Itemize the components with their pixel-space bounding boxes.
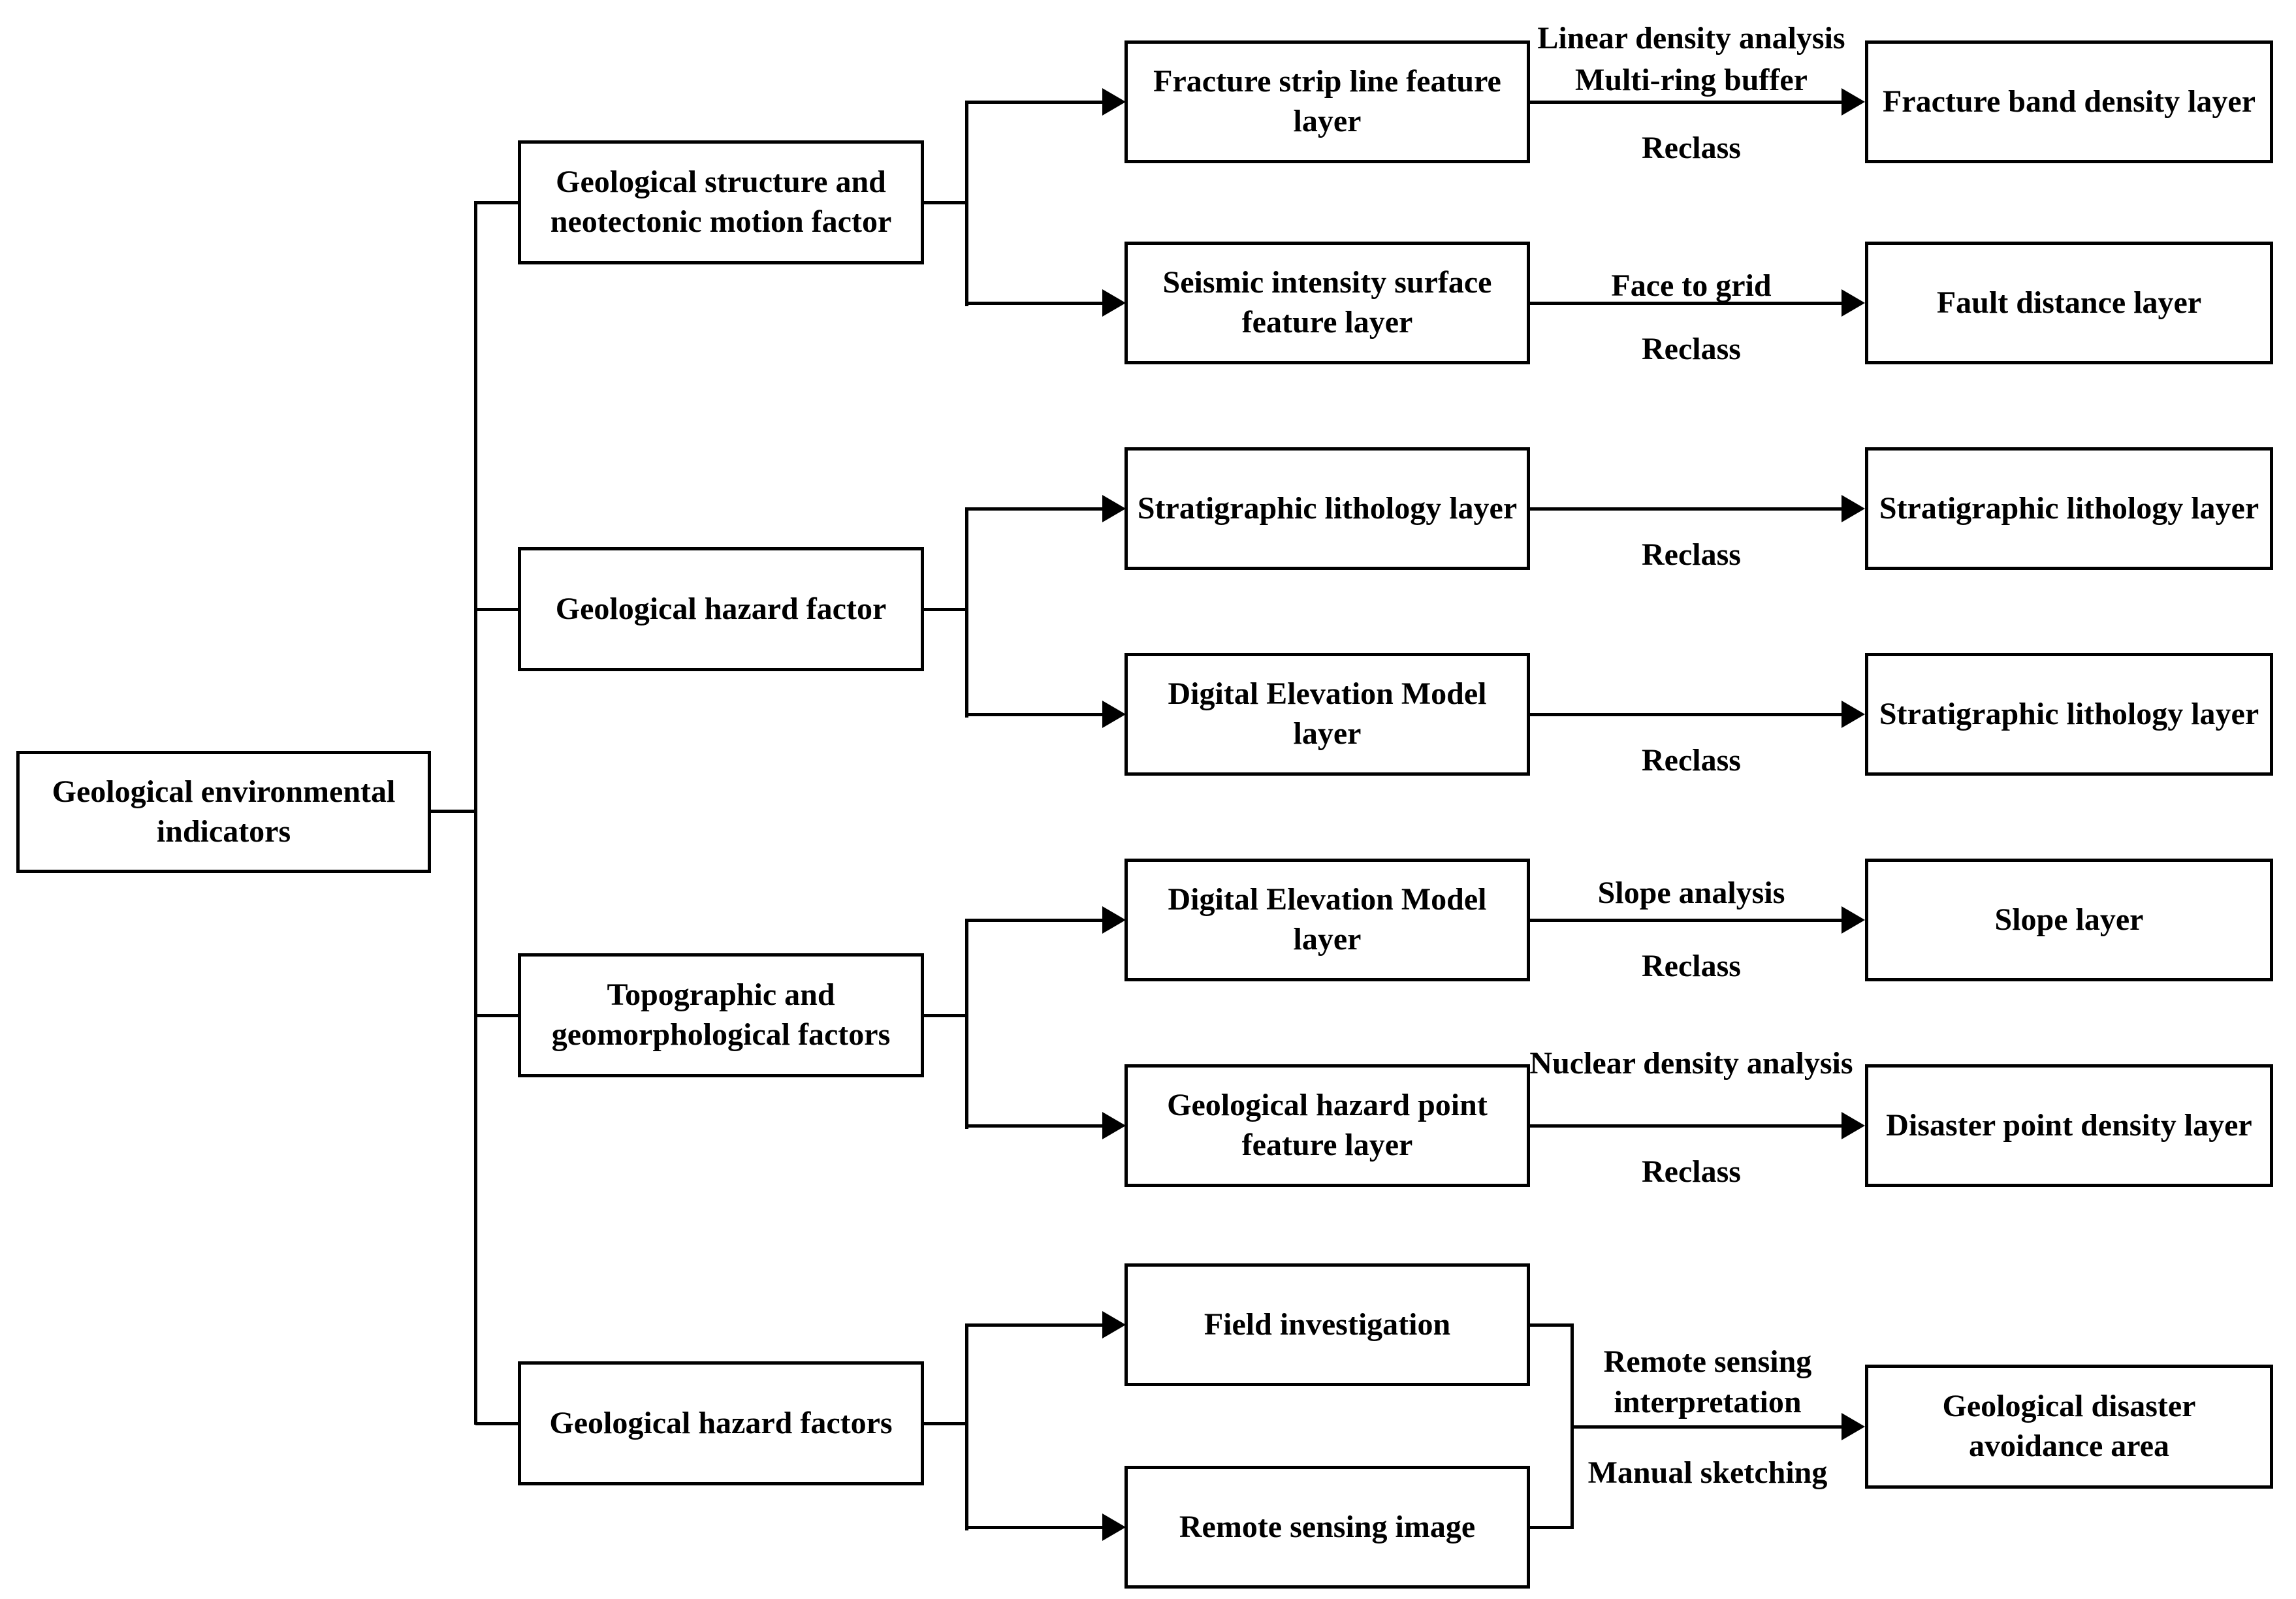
arrowhead-icon: [1842, 88, 1865, 116]
root-node: Geological environmental indicators: [16, 751, 431, 873]
connector-line: [924, 608, 968, 611]
connector-line: [475, 1422, 518, 1425]
connector-line: [1530, 101, 1842, 104]
output-node: Fracture band density layer: [1865, 40, 2273, 163]
process-label-below: Reclass: [1642, 743, 1741, 778]
source-node: Digital Elevation Model layer: [1124, 653, 1530, 776]
source-node: Remote sensing image: [1124, 1466, 1530, 1589]
factor-node: Geological hazard factors: [518, 1361, 924, 1485]
connector-line: [966, 713, 1102, 716]
arrowhead-icon: [1842, 701, 1865, 728]
process-label-above: Slope analysis: [1597, 876, 1785, 910]
process-label-above: Linear density analysis: [1537, 21, 1845, 55]
arrowhead-icon: [1842, 495, 1865, 522]
process-label-below: Reclass: [1642, 537, 1741, 572]
connector-line: [1530, 302, 1842, 305]
arrowhead-icon: [1842, 289, 1865, 317]
arrowhead-icon: [1842, 1413, 1865, 1440]
output-node: Disaster point density layer: [1865, 1064, 2273, 1187]
source-node: Stratigraphic lithology layer: [1124, 447, 1530, 570]
process-label-below: Manual sketching: [1587, 1455, 1828, 1490]
factor-node: Geological structure and neotectonic mot…: [518, 140, 924, 264]
process-label-above: Remote sensing interpretation: [1603, 1344, 1812, 1419]
connector-line: [924, 1422, 968, 1425]
arrowhead-icon: [1102, 701, 1126, 728]
connector-line: [1530, 1323, 1572, 1327]
connector-line: [1530, 919, 1842, 922]
connector-line: [966, 302, 1102, 305]
connector-line: [965, 101, 968, 306]
arrowhead-icon: [1102, 88, 1126, 116]
connector-line: [1530, 1526, 1572, 1529]
connector-line: [1530, 713, 1842, 716]
connector-line: [1530, 507, 1842, 511]
arrowhead-icon: [1842, 1112, 1865, 1139]
connector-line: [431, 810, 475, 813]
connector-line: [966, 507, 1102, 511]
connector-line: [966, 101, 1102, 104]
arrowhead-icon: [1842, 906, 1865, 934]
connector-line: [965, 919, 968, 1129]
connector-line: [1530, 1124, 1842, 1128]
process-label-above: Multi-ring buffer: [1575, 63, 1808, 97]
connector-line: [474, 201, 477, 1425]
arrowhead-icon: [1102, 1513, 1126, 1541]
connector-line: [924, 1014, 968, 1017]
arrowhead-icon: [1102, 906, 1126, 934]
process-label-above: Nuclear density analysis: [1529, 1046, 1853, 1081]
factor-node: Topographic and geomorphological factors: [518, 953, 924, 1077]
connector-line: [966, 919, 1102, 922]
connector-line: [966, 1323, 1102, 1327]
connector-line: [965, 1323, 968, 1530]
arrowhead-icon: [1102, 289, 1126, 317]
connector-line: [966, 1526, 1102, 1529]
process-label-below: Reclass: [1642, 1154, 1741, 1189]
connector-line: [965, 507, 968, 718]
source-node: Field investigation: [1124, 1263, 1530, 1386]
connector-line: [475, 1014, 518, 1017]
output-node: Stratigraphic lithology layer: [1865, 653, 2273, 776]
output-node: Fault distance layer: [1865, 242, 2273, 364]
output-node: Geological disaster avoidance area: [1865, 1365, 2273, 1489]
arrowhead-icon: [1102, 1112, 1126, 1139]
source-node: Fracture strip line feature layer: [1124, 40, 1530, 163]
process-label-below: Reclass: [1642, 332, 1741, 366]
connector-line: [924, 201, 968, 204]
connector-line: [475, 608, 518, 611]
factor-node: Geological hazard factor: [518, 547, 924, 671]
process-label-above: Face to grid: [1611, 268, 1772, 303]
source-node: Geological hazard point feature layer: [1124, 1064, 1530, 1187]
process-label-below: Reclass: [1642, 131, 1741, 165]
source-node: Seismic intensity surface feature layer: [1124, 242, 1530, 364]
process-label-below: Reclass: [1642, 949, 1741, 983]
arrowhead-icon: [1102, 495, 1126, 522]
output-node: Slope layer: [1865, 859, 2273, 981]
connector-line: [1571, 1425, 1842, 1429]
connector-line: [475, 201, 518, 204]
output-node: Stratigraphic lithology layer: [1865, 447, 2273, 570]
connector-line: [966, 1124, 1102, 1128]
source-node: Digital Elevation Model layer: [1124, 859, 1530, 981]
arrowhead-icon: [1102, 1311, 1126, 1338]
